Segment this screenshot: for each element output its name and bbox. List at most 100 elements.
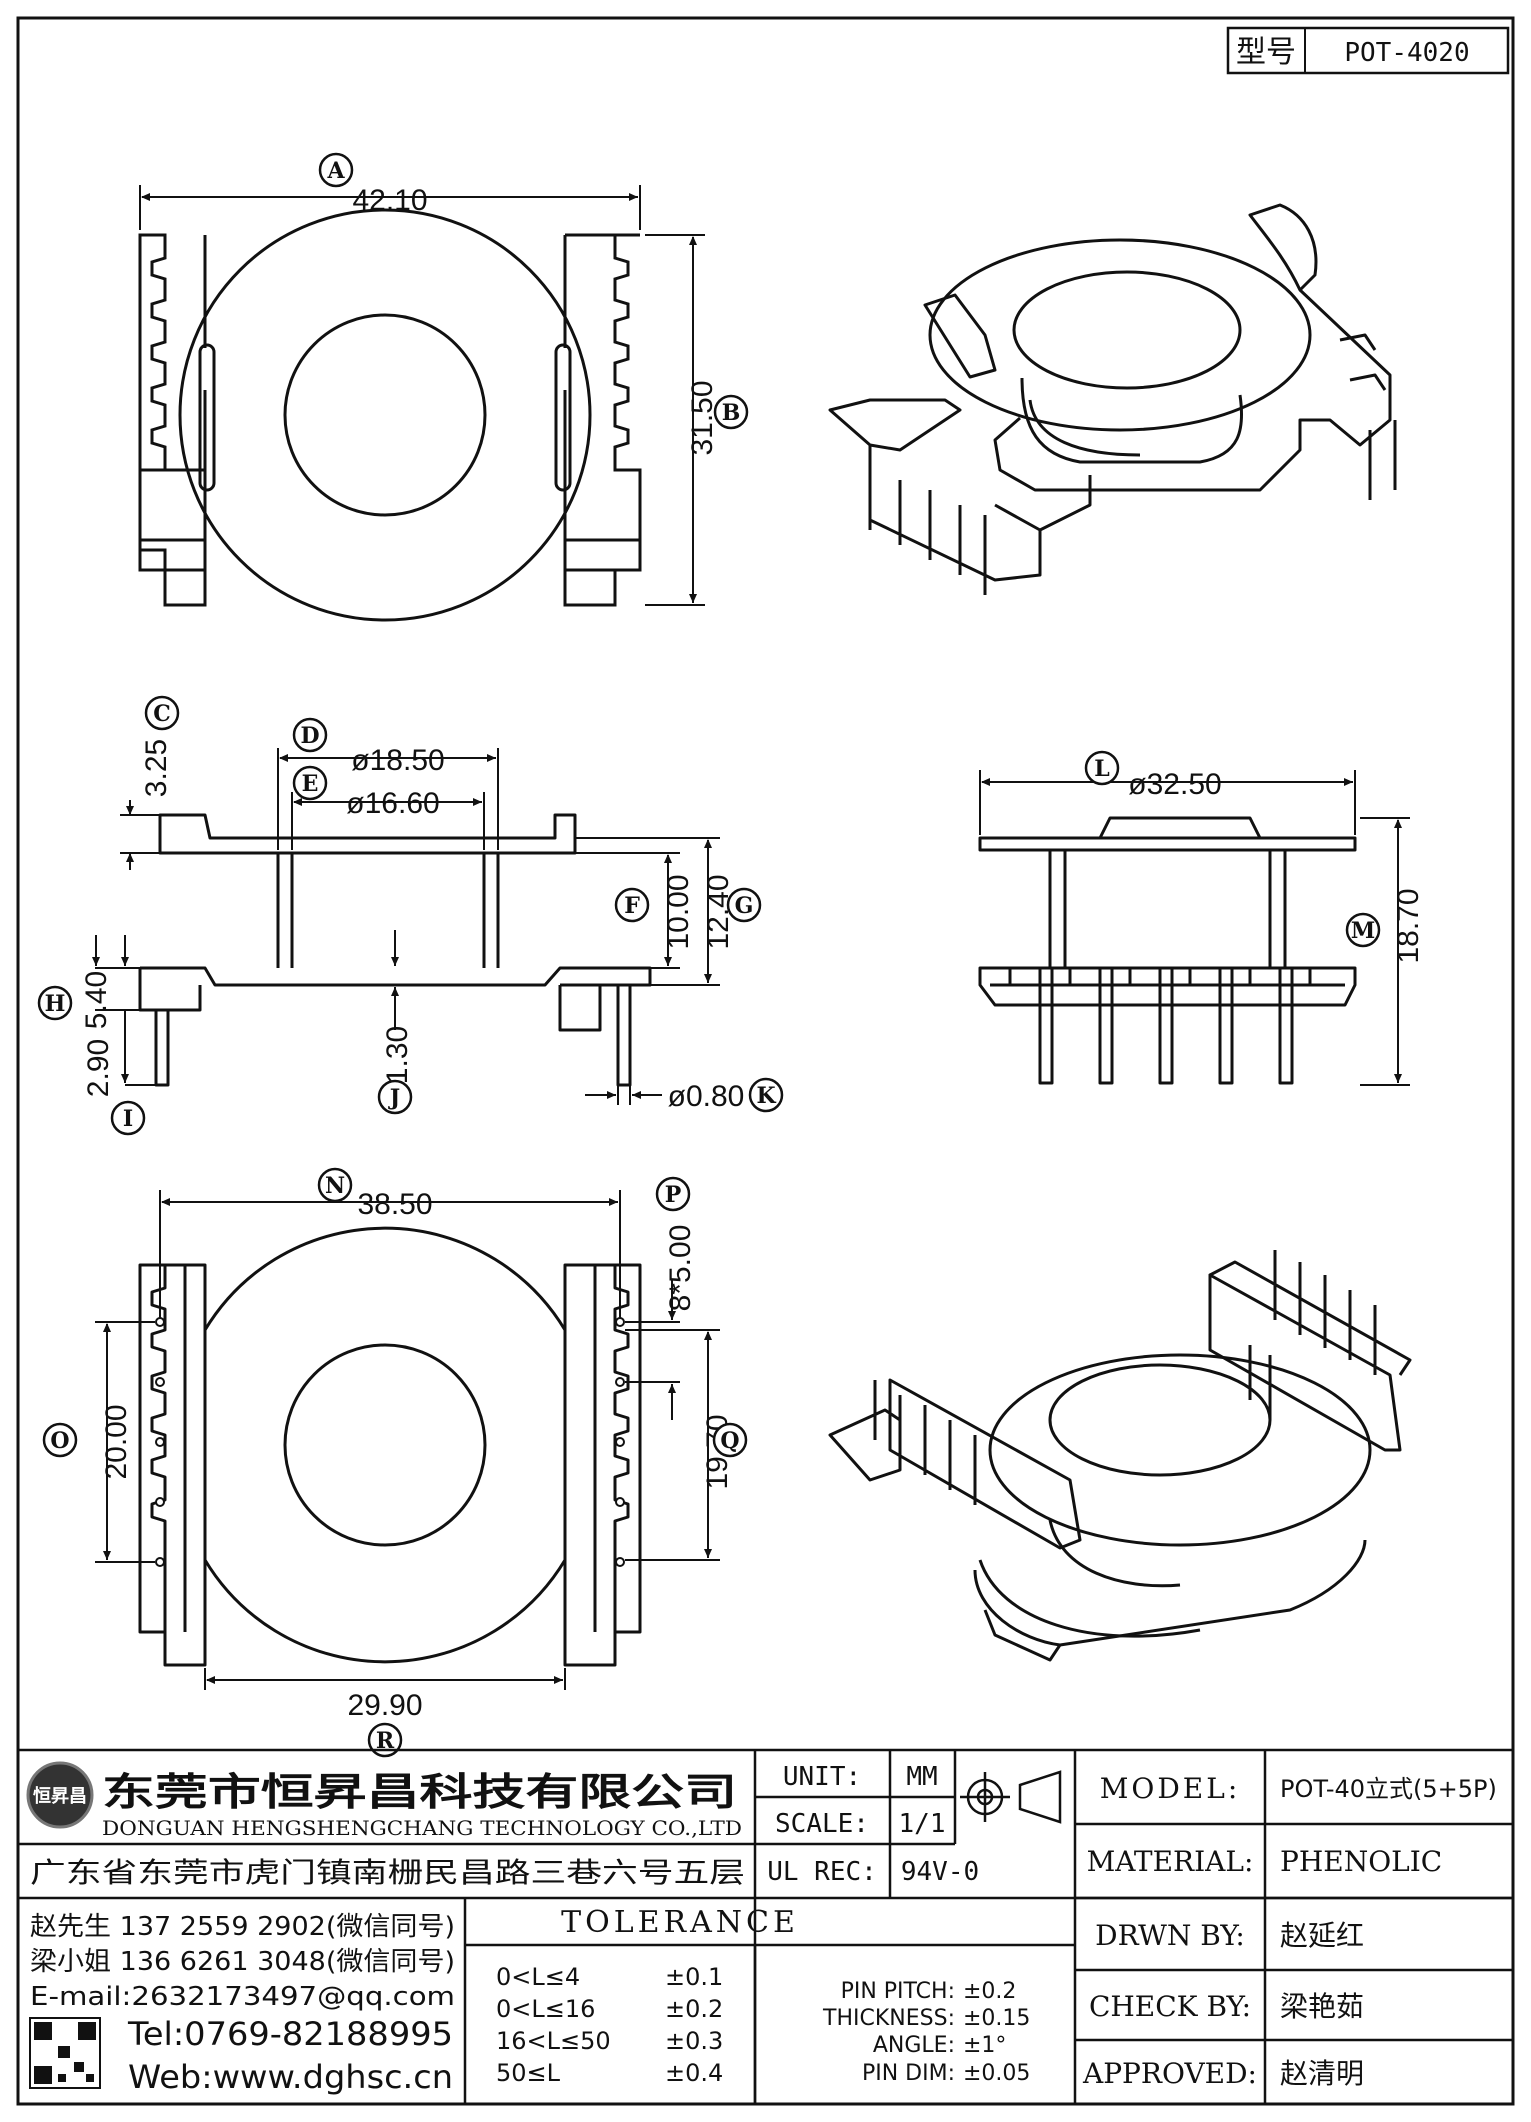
dim-B: 31.50 B (645, 234, 749, 606)
title-block (18, 1748, 1513, 2104)
material-label: MATERIAL: (1087, 1845, 1254, 1878)
dim-J-letter: J (388, 1085, 400, 1111)
projection-symbol-icon (960, 1770, 1062, 1824)
dim-A-letter: A (326, 158, 345, 184)
dim-J: 1.30 J (377, 930, 414, 1115)
dim-P-value: 8*5.00 (664, 1225, 697, 1312)
dim-F: 10.00 F (560, 852, 695, 969)
tolerance-spec-value: ±0.05 (963, 2061, 1030, 2086)
tolerance-range: 0<L≤16 (496, 1995, 595, 2023)
contact-1: 赵先生 137 2559 2902(微信同号) (30, 1912, 455, 1942)
dim-Q: 19.70 Q (625, 1329, 748, 1561)
tolerance-ranges: 0<L≤4 ±0.1 0<L≤16 ±0.2 16<L≤50 ±0.3 50≤L… (496, 1963, 723, 2087)
dim-K-letter: K (756, 1083, 776, 1109)
top-view-left-comb (138, 233, 167, 472)
web: Web:www.dghsc.cn (128, 2058, 453, 2096)
approved-label: APPROVED: (1082, 2057, 1257, 2090)
dim-C-letter: C (153, 701, 171, 727)
company-name-cn: 东莞市恒昇昌科技有限公司 (102, 1770, 737, 1814)
dim-G: 12.40 G (575, 837, 762, 986)
approved-value: 赵清明 (1280, 2057, 1364, 2090)
tolerance-range-value: ±0.3 (665, 2027, 723, 2055)
dim-I-value: 2.90 (82, 1039, 115, 1097)
dim-F-value: 10.00 (662, 874, 695, 949)
dim-K: ø0.80 K (585, 1077, 784, 1113)
dim-P: 8*5.00 P (625, 1176, 697, 1420)
front-view (978, 816, 1357, 1085)
dim-F-letter: F (624, 893, 640, 919)
dim-M-value: 18.70 (1392, 888, 1425, 963)
tolerance-spec-value: ±1° (963, 2033, 1006, 2058)
type-label: 型号 (1236, 35, 1296, 70)
tolerance-range-value: ±0.2 (665, 1995, 723, 2023)
dim-E-letter: E (302, 771, 319, 797)
dim-C-value: 3.25 (140, 739, 173, 797)
unit-label: UNIT: (783, 1762, 861, 1792)
scale-value: 1/1 (899, 1809, 946, 1839)
dim-D-letter: D (300, 723, 319, 749)
part-number: POT-4020 (1344, 38, 1469, 68)
tolerance-title: TOLERANCE (561, 1905, 799, 1940)
tolerance-spec-label: PIN PITCH: (841, 1979, 955, 2004)
material-value: PHENOLIC (1280, 1845, 1442, 1878)
dim-L-value: ø32.50 (1128, 768, 1221, 801)
dim-R-value: 29.90 (347, 1689, 422, 1722)
dim-H: 5.40 H (37, 935, 140, 1029)
tolerance-range: 0<L≤4 (496, 1963, 580, 1991)
top-view-inner-bore (283, 313, 487, 517)
drawn-label: DRWN BY: (1095, 1919, 1245, 1952)
email: E-mail:2632173497@qq.com (30, 1982, 455, 2012)
dim-L: ø32.50 L (979, 750, 1356, 835)
company-name-en: DONGUAN HENGSHENGCHANG TECHNOLOGY CO.,LT… (102, 1816, 742, 1840)
dim-D-value: ø18.50 (351, 744, 444, 777)
qr-code (29, 2017, 101, 2089)
unit-value: MM (906, 1762, 937, 1792)
tolerance-range: 16<L≤50 (496, 2027, 611, 2055)
dim-R-letter: R (376, 1728, 395, 1754)
dim-I: 2.90 I (82, 1010, 156, 1136)
check-value: 梁艳茹 (1280, 1990, 1364, 2023)
drawn-value: 赵延红 (1280, 1919, 1364, 1952)
dim-P-letter: P (665, 1182, 682, 1208)
scale-label: SCALE: (775, 1809, 869, 1839)
sheet-border (16, 16, 1515, 2106)
dim-O-value: 20.00 (100, 1404, 133, 1479)
dim-M-letter: M (1351, 918, 1375, 944)
dim-E: ø16.60 E (291, 765, 485, 850)
tolerance-spec-label: PIN DIM: (862, 2061, 955, 2086)
ul-value: 94V-0 (901, 1857, 979, 1887)
dim-N-value: 38.50 (357, 1188, 432, 1221)
dim-O-letter: O (50, 1428, 69, 1454)
contact-2: 梁小姐 136 6261 3048(微信同号) (30, 1947, 455, 1977)
dim-Q-letter: Q (720, 1428, 739, 1454)
dim-D: ø18.50 D (277, 717, 499, 850)
tel: Tel:0769-82188995 (127, 2015, 453, 2053)
tolerance-specs: PIN PITCH: ±0.2 THICKNESS: ±0.15 ANGLE: … (822, 1979, 1030, 2086)
company-address: 广东省东莞市虎门镇南栅民昌路三巷六号五层 (30, 1856, 745, 1889)
tolerance-range-value: ±0.4 (665, 2059, 723, 2087)
dim-L-letter: L (1094, 756, 1109, 782)
check-label: CHECK BY: (1089, 1990, 1251, 2023)
dim-M: 18.70 M (1345, 817, 1425, 1086)
tolerance-range-value: ±0.1 (665, 1963, 723, 1991)
top-view (138, 208, 642, 622)
dim-I-letter: I (123, 1106, 133, 1132)
dim-A-value: 42.10 (352, 184, 427, 217)
bottom-view (138, 1226, 642, 1667)
tolerance-spec-value: ±0.15 (963, 2006, 1030, 2031)
company-logo: 恒昇昌 (26, 1761, 94, 1829)
dim-B-letter: B (722, 400, 741, 426)
dim-K-value: ø0.80 (668, 1080, 745, 1113)
dim-H-value: 5.40 (80, 971, 113, 1029)
iso-view-top (828, 203, 1397, 595)
tolerance-spec-label: THICKNESS: (822, 2006, 955, 2031)
dim-N: 38.50 N (159, 1167, 621, 1318)
dim-E-value: ø16.60 (346, 787, 439, 820)
top-view-right-comb (563, 233, 642, 607)
dim-A: 42.10 A (139, 152, 641, 230)
ul-label: UL REC: (767, 1857, 877, 1887)
dim-C: 3.25 C (120, 695, 180, 870)
model-label: MODEL: (1100, 1772, 1241, 1805)
type-box: 型号 POT-4020 (1226, 26, 1510, 75)
tolerance-spec-value: ±0.2 (963, 1979, 1016, 2004)
